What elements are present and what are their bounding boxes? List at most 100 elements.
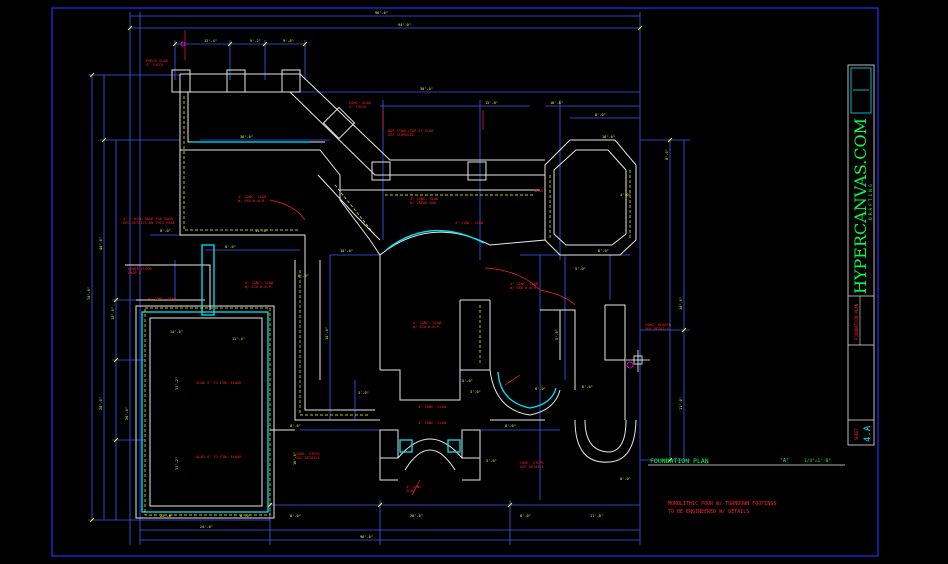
svg-text:11'-2": 11'-2" [175,457,179,470]
svg-text:4" THICK: 4" THICK [146,63,164,67]
svg-text:4" CONC. SLAB: 4" CONC. SLAB [410,197,438,201]
svg-text:11'-0": 11'-0" [255,229,268,233]
svg-text:24'-0": 24'-0" [125,407,129,420]
svg-text:SEE DETAILS: SEE DETAILS [296,456,320,460]
svg-text:CONC. HEARTH: CONC. HEARTH [645,323,671,327]
svg-text:8'-0": 8'-0" [665,149,669,160]
svg-text:3'-0": 3'-0" [470,390,481,394]
svg-text:11'-0": 11'-0" [679,397,683,410]
svg-text:16'-0": 16'-0" [293,452,297,465]
svg-text:9'-2": 9'-2" [250,39,261,43]
svg-text:4" THICK: 4" THICK [349,105,367,109]
svg-text:4" CONC. SLAB: 4" CONC. SLAB [245,281,273,285]
svg-text:8'-0": 8'-0" [520,514,531,518]
svg-text:4" CONC. SLAB: 4" CONC. SLAB [418,405,446,409]
foundation-walls [125,69,637,519]
svg-text:4" CONC. SLAB: 4" CONC. SLAB [148,297,176,301]
svg-text:8'-0": 8'-0" [160,229,171,233]
svg-text:44'-0": 44'-0" [99,237,103,250]
svg-text:10'-0": 10'-0" [340,249,353,253]
svg-text:8'-0": 8'-0" [505,424,516,428]
svg-text:8'-0": 8'-0" [595,113,606,117]
title-block-sheet-number: 4.A [863,425,873,442]
svg-text:SLAB 4" TO FIN. FLOOR: SLAB 4" TO FIN. FLOOR [196,381,242,385]
svg-text:15'-0": 15'-0" [485,101,498,105]
svg-text:DROP 8": DROP 8" [128,271,143,275]
svg-text:74'-0": 74'-0" [87,287,91,300]
svg-text:8'-0": 8'-0" [290,424,301,428]
footing-lines [144,96,631,516]
svg-text:5'-0": 5'-0" [575,267,586,271]
svg-text:11'-8": 11'-8" [590,514,603,518]
svg-text:28'-0": 28'-0" [99,397,103,410]
dimension-lines [88,12,690,545]
svg-text:8'-0": 8'-0" [240,514,251,518]
title-block: HYPERCANVAS.COM DRAFTING FOUNDATION PLAN… [847,64,875,446]
svg-text:20'-0": 20'-0" [410,514,423,518]
svg-text:PORCH SLAB: PORCH SLAB [146,59,168,63]
general-note-line1: MONOLITHIC POUR W/ TURNDOWN FOOTINGS [668,501,776,507]
overall-dim-top: 96'-0" [375,11,388,15]
svg-text:CONC. STEPS: CONC. STEPS [520,461,544,465]
svg-text:16'-0": 16'-0" [602,135,615,139]
drawing-title: FOUNDATION PLAN [650,457,709,465]
svg-text:6'-0": 6'-0" [298,274,309,278]
svg-text:34'-0": 34'-0" [679,297,683,310]
svg-text:SEE DETAILS: SEE DETAILS [645,327,669,331]
cyan-features [141,141,557,513]
svg-text:9'-8": 9'-8" [283,39,294,43]
svg-text:W/ 6X6 W.W.M.: W/ 6X6 W.W.M. [413,325,441,329]
svg-text:4" CONC. SLAB: 4" CONC. SLAB [455,221,483,225]
sheet-border [51,7,879,557]
svg-text:24'-0": 24'-0" [200,525,213,529]
svg-text:8'-0": 8'-0" [225,245,236,249]
svg-text:8'-0": 8'-0" [598,249,609,253]
svg-text:5'-0": 5'-0" [462,379,473,383]
svg-text:SEE DETAILS: SEE DETAILS [520,465,544,469]
overall-dim-bottom: 96'-0" [360,535,373,539]
svg-text:SEE SCHEDULE: SEE SCHEDULE [388,133,414,137]
svg-text:3'-0": 3'-0" [486,459,497,463]
svg-text:W/ 6X6 W.W.M.: W/ 6X6 W.W.M. [510,286,538,290]
svg-text:SLAB: SLAB [406,489,415,493]
svg-text:5'-0": 5'-0" [555,329,559,340]
title-block-project: FOUNDATION PLAN [854,303,859,340]
callout-letter: "A" [780,458,789,464]
svg-text:CONC. STEPS: CONC. STEPS [296,452,320,456]
svg-text:8'-0": 8'-0" [290,514,301,518]
general-note-line2: TO BE ENGINEERED W/ DETAILS [668,509,749,515]
svg-text:12'-4": 12'-4" [204,39,217,43]
svg-text:22'-0": 22'-0" [160,514,173,518]
svg-text:4" CONC.: 4" CONC. [406,485,423,489]
svg-text:14'-0": 14'-0" [170,330,183,334]
svg-text:W/ 6X6 W.W.M.: W/ 6X6 W.W.M. [245,285,273,289]
svg-text:W/ VAPOR BAR.: W/ VAPOR BAR. [410,201,438,205]
svg-text:SLAB 4" TO FIN. FLOOR: SLAB 4" TO FIN. FLOOR [196,455,242,459]
svg-text:4" CONC. SLAB: 4" CONC. SLAB [413,321,441,325]
svg-text:SEE DETAILS ON THIS PAGE: SEE DETAILS ON THIS PAGE [123,221,175,225]
svg-text:SLAB: SLAB [534,189,543,193]
svg-text:18'-8": 18'-8" [550,101,563,105]
title-block-brand-sub: DRAFTING [868,182,874,220]
svg-text:8'-0": 8'-0" [535,387,546,391]
crosshair-cursor-icon [626,350,650,372]
svg-text:8'-0": 8'-0" [620,477,631,481]
title-block-sheet-label: SHEET [854,427,859,440]
svg-text:30'-0": 30'-0" [420,87,433,91]
svg-text:4'-0": 4'-0" [620,193,631,197]
svg-text:4" CONC. SLAB: 4" CONC. SLAB [418,421,446,425]
svg-text:4" CONC. SLAB: 4" CONC. SLAB [510,282,538,286]
dimension-ticks [89,25,687,523]
svg-text:30'-0": 30'-0" [240,135,253,139]
svg-text:BAR STOOL/TOP AT SLAB: BAR STOOL/TOP AT SLAB [388,129,433,133]
title-block-brand: HYPERCANVAS.COM [851,118,870,294]
svg-text:3'-0": 3'-0" [358,391,369,395]
svg-text:11'-2": 11'-2" [175,377,179,390]
svg-text:W/ 6X6 W.W.M.: W/ 6X6 W.W.M. [238,199,266,203]
svg-text:4" = HIGH BASE FOR DOOR: 4" = HIGH BASE FOR DOOR [123,217,174,221]
drawing-scale: 1/4"=1'-0" [804,458,831,464]
room-notes: PORCH SLAB 4" THICK CONC. SLAB 4" THICK … [123,59,671,493]
svg-text:LOWER FLOOR: LOWER FLOOR [128,267,153,271]
svg-text:14'-0": 14'-0" [325,327,329,340]
